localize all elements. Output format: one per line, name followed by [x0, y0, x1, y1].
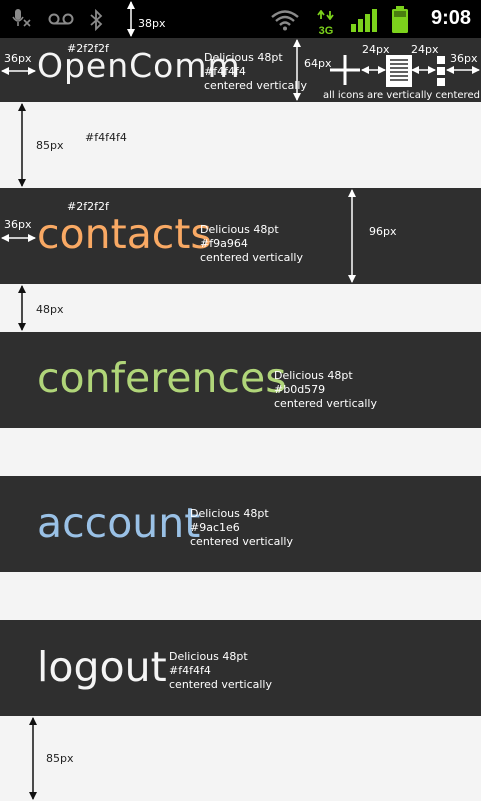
- header-height-note: 64px: [304, 57, 332, 70]
- top-gap-height-note: 85px: [36, 139, 64, 152]
- conferences-label: conferences: [37, 354, 287, 402]
- header-left-margin-note: 36px: [4, 52, 32, 65]
- header-color-note: #2f2f2f: [67, 42, 109, 55]
- contacts-left-margin-note: 36px: [4, 218, 32, 231]
- conferences-font-note-1: Delicious 48pt: [274, 369, 353, 382]
- bottom-gap-height-note: 85px: [46, 752, 74, 765]
- logout-font-note-2: #f4f4f4: [169, 664, 211, 677]
- bluetooth-icon: [90, 9, 103, 31]
- network-type-label: 3G: [318, 25, 334, 37]
- header-font-note-3: centered vertically: [204, 79, 307, 92]
- icon-gap-note-1: 24px: [362, 43, 390, 56]
- battery-icon: [392, 6, 408, 33]
- conferences-font-note-3: centered vertically: [274, 397, 377, 410]
- logout-font-note-1: Delicious 48pt: [169, 650, 248, 663]
- menu-item-conferences[interactable]: conferences: [0, 332, 481, 428]
- voicemail-icon: [48, 13, 74, 25]
- app-title: OpenComm: [37, 46, 241, 85]
- wifi-icon: [271, 10, 299, 31]
- header-font-note-2: #f4f4f4: [204, 65, 246, 78]
- add-icon[interactable]: [329, 54, 361, 86]
- gap-height-note: 48px: [36, 303, 64, 316]
- account-label: account: [37, 499, 201, 547]
- contacts-font-note-3: centered vertically: [200, 251, 303, 264]
- signal-strength-icon: [351, 9, 377, 32]
- icon-gap-note-2: 24px: [411, 43, 439, 56]
- network-3g-icon: 3G: [316, 7, 336, 37]
- contacts-font-note-2: #f9a964: [200, 237, 248, 250]
- list-icon[interactable]: [386, 55, 412, 87]
- header-right-margin-note: 36px: [450, 52, 478, 65]
- header-font-note-1: Delicious 48pt: [204, 51, 283, 64]
- logout-label: logout: [37, 643, 167, 691]
- status-bar: 3G 9:08: [0, 0, 481, 38]
- menu-item-account[interactable]: account: [0, 476, 481, 572]
- menu-item-contacts[interactable]: contacts: [0, 188, 481, 284]
- contacts-label: contacts: [37, 210, 212, 258]
- account-font-note-2: #9ac1e6: [190, 521, 240, 534]
- menu-item-logout[interactable]: logout: [0, 620, 481, 716]
- logout-font-note-3: centered vertically: [169, 678, 272, 691]
- background-color-note: #f4f4f4: [85, 131, 127, 144]
- mic-muted-icon: [12, 9, 31, 27]
- contacts-height-note: 96px: [369, 225, 397, 238]
- account-font-note-1: Delicious 48pt: [190, 507, 269, 520]
- conferences-font-note-2: #b0d579: [274, 383, 326, 396]
- clock: 9:08: [430, 7, 471, 29]
- contacts-font-note-1: Delicious 48pt: [200, 223, 279, 236]
- statusbar-height-note: 38px: [138, 17, 166, 30]
- icons-centered-note: all icons are vertically centered: [323, 90, 480, 101]
- overflow-menu-icon[interactable]: [436, 55, 446, 87]
- contacts-color-note: #2f2f2f: [67, 200, 109, 213]
- account-font-note-3: centered vertically: [190, 535, 293, 548]
- app-header: OpenComm: [0, 38, 481, 102]
- data-arrows-icon: [317, 9, 334, 21]
